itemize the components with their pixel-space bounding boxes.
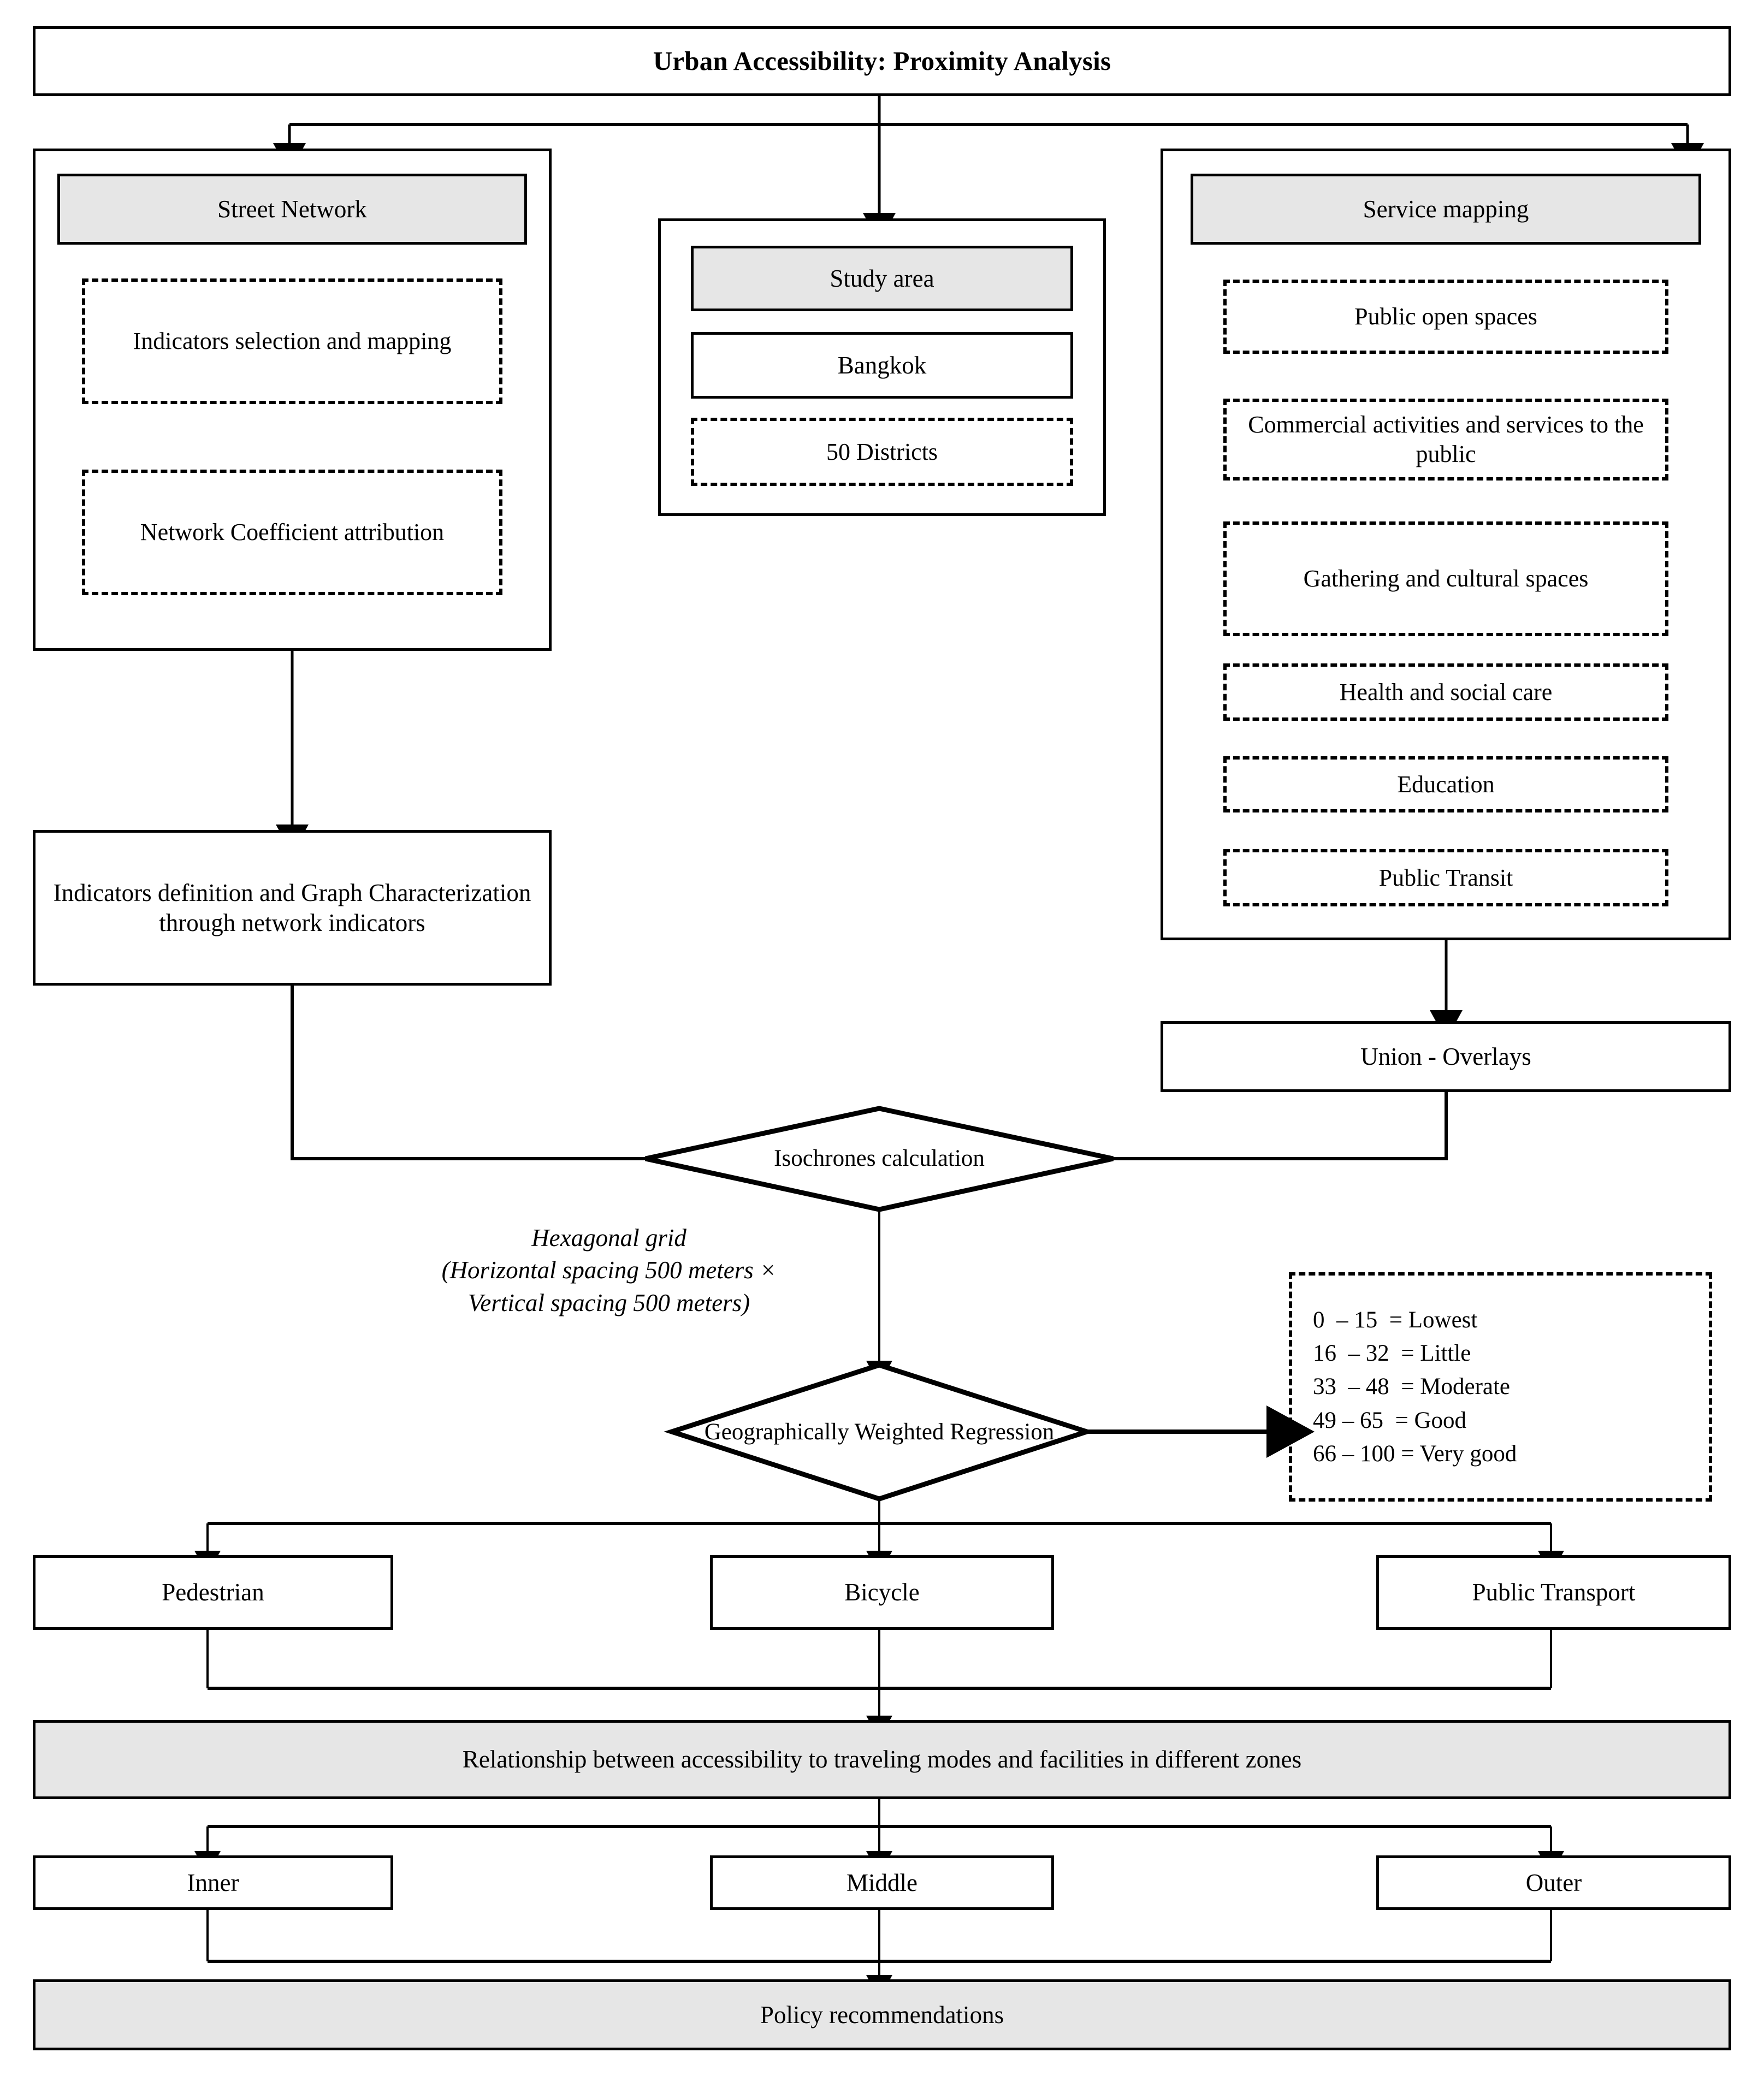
service-item-health-social-care: Health and social care — [1223, 663, 1668, 721]
service-item-public-open-spaces: Public open spaces — [1223, 280, 1668, 354]
mode-public-transport: Public Transport — [1376, 1555, 1731, 1630]
zone-inner: Inner — [33, 1855, 393, 1910]
page-title: Urban Accessibility: Proximity Analysis — [653, 46, 1111, 76]
policy-recommendations-label: Policy recommendations — [760, 2001, 1004, 2028]
study-area-districts-label: 50 Districts — [826, 438, 938, 465]
service-item-1-label: Public open spaces — [1354, 303, 1537, 330]
service-item-2-label: Commercial activities and services to th… — [1248, 411, 1644, 467]
mode-pedestrian: Pedestrian — [33, 1555, 393, 1630]
street-network-step-1-label: Indicators selection and mapping — [133, 328, 452, 355]
zone-outer-label: Outer — [1525, 1869, 1582, 1896]
accessibility-score-legend: 0 – 15 = Lowest 16 – 32 = Little 33 – 48… — [1289, 1272, 1712, 1502]
gwr-node: Geographically Weighted Regression — [685, 1387, 1073, 1477]
street-network-header-label: Street Network — [217, 195, 367, 223]
legend-row-moderate: 33 – 48 = Moderate — [1313, 1374, 1511, 1400]
hexagonal-grid-note: Hexagonal grid (Horizontal spacing 500 m… — [377, 1222, 841, 1319]
zone-middle: Middle — [710, 1855, 1054, 1910]
legend-row-good: 49 – 65 = Good — [1313, 1407, 1467, 1433]
legend-row-lowest: 0 – 15 = Lowest — [1313, 1307, 1478, 1333]
indicators-definition-box: Indicators definition and Graph Characte… — [33, 830, 552, 986]
street-network-header: Street Network — [57, 174, 527, 245]
service-item-gathering-cultural: Gathering and cultural spaces — [1223, 521, 1668, 636]
service-mapping-header: Service mapping — [1191, 174, 1701, 245]
isochrones-calculation-label: Isochrones calculation — [774, 1146, 985, 1172]
legend-row-very-good: 66 – 100 = Very good — [1313, 1440, 1517, 1467]
study-area-city: Bangkok — [691, 332, 1073, 399]
indicators-definition-label: Indicators definition and Graph Characte… — [53, 879, 531, 936]
gwr-label: Geographically Weighted Regression — [704, 1419, 1055, 1445]
hex-note-line-2: (Horizontal spacing 500 meters × — [441, 1256, 777, 1284]
mode-public-transport-label: Public Transport — [1472, 1579, 1636, 1606]
service-item-commercial-activities: Commercial activities and services to th… — [1223, 399, 1668, 481]
union-overlays-label: Union - Overlays — [1360, 1042, 1531, 1070]
service-item-3-label: Gathering and cultural spaces — [1303, 565, 1589, 592]
zone-inner-label: Inner — [187, 1869, 239, 1896]
study-area-city-label: Bangkok — [837, 351, 927, 379]
zone-outer: Outer — [1376, 1855, 1731, 1910]
hex-note-line-1: Hexagonal grid — [531, 1224, 686, 1251]
mode-bicycle: Bicycle — [710, 1555, 1054, 1630]
service-item-6-label: Public Transit — [1378, 864, 1513, 891]
mode-pedestrian-label: Pedestrian — [162, 1579, 264, 1606]
mode-bicycle-label: Bicycle — [844, 1579, 920, 1606]
service-mapping-header-label: Service mapping — [1363, 195, 1529, 223]
study-area-header-label: Study area — [830, 264, 934, 292]
street-network-step-2-label: Network Coefficient attribution — [140, 519, 445, 546]
service-item-public-transit: Public Transit — [1223, 849, 1668, 906]
service-item-education: Education — [1223, 756, 1668, 812]
legend-row-little: 16 – 32 = Little — [1313, 1340, 1471, 1367]
street-network-step-1: Indicators selection and mapping — [82, 278, 502, 404]
policy-recommendations-box: Policy recommendations — [33, 1979, 1731, 2050]
zone-middle-label: Middle — [847, 1869, 917, 1896]
relationship-box: Relationship between accessibility to tr… — [33, 1720, 1731, 1799]
study-area-header: Study area — [691, 246, 1073, 311]
service-item-4-label: Health and social care — [1339, 678, 1553, 705]
isochrones-calculation-node: Isochrones calculation — [672, 1137, 1087, 1181]
hex-note-line-3: Vertical spacing 500 meters) — [467, 1289, 750, 1316]
service-item-5-label: Education — [1397, 770, 1495, 798]
page-title-box: Urban Accessibility: Proximity Analysis — [33, 26, 1731, 96]
union-overlays-box: Union - Overlays — [1161, 1021, 1731, 1092]
relationship-label: Relationship between accessibility to tr… — [462, 1746, 1302, 1774]
study-area-districts: 50 Districts — [691, 418, 1073, 486]
street-network-step-2: Network Coefficient attribution — [82, 470, 502, 595]
